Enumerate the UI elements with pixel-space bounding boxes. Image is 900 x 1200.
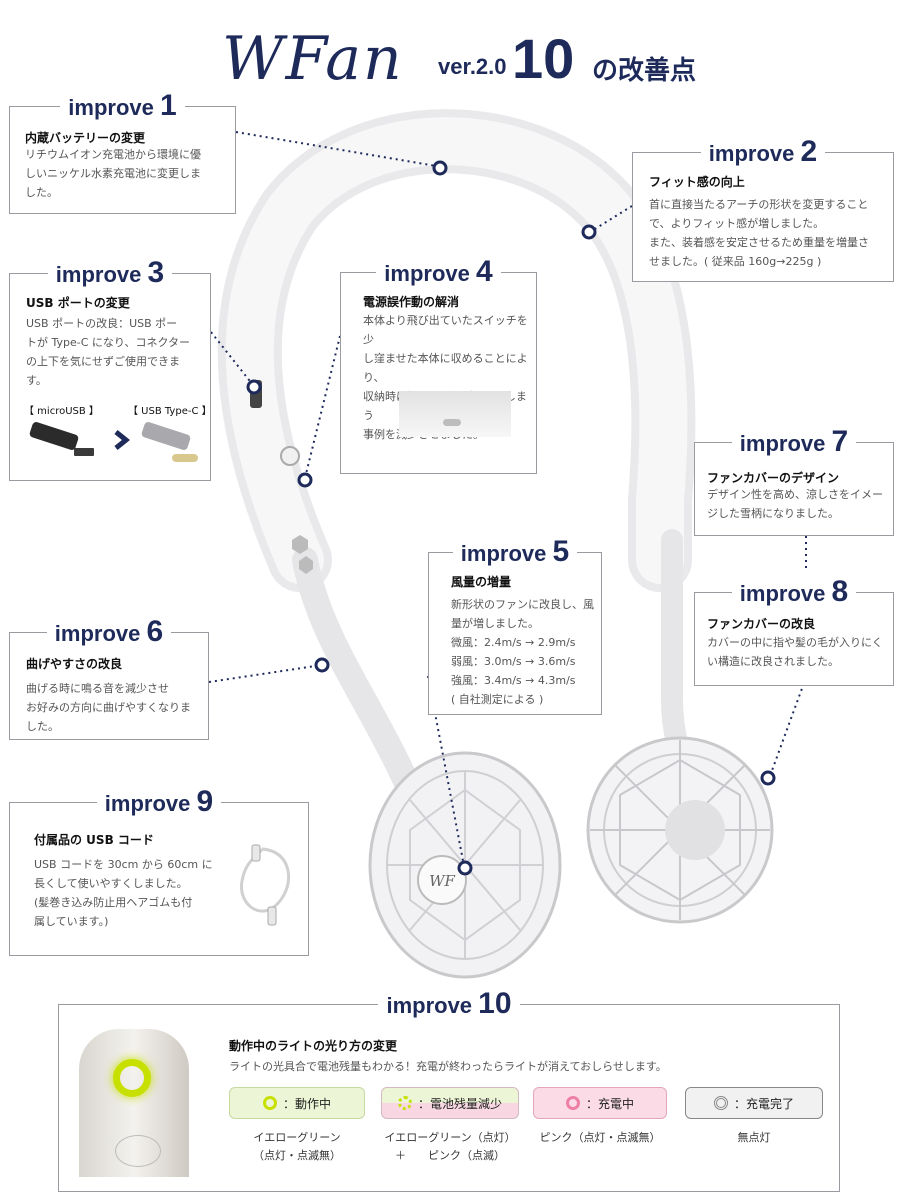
improve-5-heading: improve 5 (452, 535, 578, 568)
improve-9-heading: improve 9 (96, 785, 222, 818)
version-label: ver.2.0 (438, 54, 507, 79)
improve-9-title: 付属品の USB コード (34, 833, 154, 847)
improve-8-text: カバーの中に指や髪の毛が入りにくい構造に改良されました。 (707, 636, 883, 668)
improve-9-text: USB コードを 30cm から 60cm に長くして使いやすくしました。(髪巻… (34, 858, 213, 928)
improve-3-title: USB ポートの変更 (26, 296, 130, 310)
improve-1-heading: improve 1 (60, 89, 185, 122)
improve-7-box: improve 7 ファンカバーのデザイン デザイン性を高め、涼しさをイメージし… (694, 425, 894, 536)
state-charging-badge: ：充電中 (533, 1087, 667, 1119)
state-running-badge: ：動作中 (229, 1087, 365, 1119)
micro-usb-label: 【 microUSB 】 (24, 406, 99, 417)
state-low-battery-caption: イエローグリーン（点灯）＋ ピンク（点滅） (384, 1131, 516, 1162)
improve-2-box: improve 2 フィット感の向上 首に直接当たるアーチの形状を変更することで… (632, 135, 894, 282)
switch-icon (443, 419, 461, 426)
improve-7-heading: improve 7 (731, 425, 857, 458)
improve-8-heading: improve 8 (731, 575, 857, 608)
improve-1-title: 内蔵バッテリーの変更 (25, 131, 146, 145)
yellow-green-ring-icon (262, 1096, 277, 1110)
improve-10-text: ライトの光具合で電池残量もわかる！充電が終わったらライトが消えておしらせします。 (229, 1060, 667, 1073)
light-indicator-image (79, 1029, 189, 1177)
improve-2-title: フィット感の向上 (649, 175, 745, 189)
connector-lines (208, 131, 809, 876)
wfan-logo: WFan (222, 24, 404, 94)
improvement-heading-tail: の改善点 (592, 55, 697, 85)
improve-3-text: USB ポートの改良：USB ポートが Type-C になり、コネクターの上下を… (26, 317, 191, 387)
improve-5-box: improve 5 風量の増量 新形状のファンに改良し、風量が増しました。微風：… (428, 535, 602, 715)
improve-6-title: 曲げやすさの改良 (26, 657, 123, 671)
improve-4-heading: improve 4 (376, 255, 501, 288)
state-charged-caption: 無点灯 (737, 1131, 771, 1144)
state-charging-caption: ピンク（点灯・点滅無） (539, 1131, 661, 1144)
spice-logo-icon (115, 1135, 161, 1167)
improve-1-text: リチウムイオン充電池から環境に優しいニッケル水素充電池に変更しました。 (25, 148, 201, 199)
state-charged-badge: ：充電完了 (685, 1087, 823, 1119)
improve-6-text: 曲げる時に鳴る音を減少させお好みの方向に曲げやすくなりました。 (26, 682, 191, 733)
usb-cord-image (240, 844, 290, 926)
state-running-caption: イエローグリーン（点灯・点滅無） (253, 1131, 341, 1162)
state-running-label: ：動作中 (282, 1096, 331, 1111)
improve-7-title: ファンカバーのデザイン (707, 471, 840, 485)
improve-4-title: 電源誤作動の解消 (363, 295, 460, 309)
improve-10-box: improve 10 動作中のライトの光り方の変更 ライトの光具合で電池残量もわ… (58, 987, 840, 1192)
improve-3-box: improve 3 USB ポートの変更 USB ポートの改良：USB ポートが… (9, 256, 212, 481)
improve-10-heading: improve 10 (378, 987, 520, 1020)
improve-6-heading: improve 6 (46, 615, 172, 648)
improve-1-box: improve 1 内蔵バッテリーの変更 リチウムイオン充電池から環境に優しいニ… (9, 89, 236, 214)
improve-8-title: ファンカバーの改良 (707, 617, 816, 631)
improve-2-text: 首に直接当たるアーチの形状を変更することで、よりフィット感が増しました。また、装… (649, 198, 869, 268)
svg-text:WF: WF (429, 872, 455, 890)
pink-ring-icon (565, 1096, 580, 1110)
improve-4-box: improve 4 電源誤作動の解消 本体より飛び出ていたスイッチを少し窪ませた… (340, 255, 537, 474)
improve-2-heading: improve 2 (700, 135, 826, 168)
improve-10-title: 動作中のライトの光り方の変更 (229, 1039, 398, 1053)
light-ring-icon (113, 1059, 151, 1097)
recessed-switch-image (399, 391, 511, 437)
state-charging-label: ：充電中 (585, 1096, 634, 1111)
gray-ring-icon (713, 1096, 728, 1110)
state-charged-label: ：充電完了 (733, 1096, 794, 1111)
improve-8-box: improve 8 ファンカバーの改良 カバーの中に指や髪の毛が入りにくい構造に… (694, 575, 894, 686)
blinking-ring-icon (397, 1096, 412, 1110)
improve-3-heading: improve 3 (47, 256, 173, 289)
state-low-battery-badge: ：電池残量減少 (381, 1087, 519, 1119)
improve-6-box: improve 6 曲げやすさの改良 曲げる時に鳴る音を減少させお好みの方向に曲… (9, 615, 209, 740)
improve-7-text: デザイン性を高め、涼しさをイメージした雪柄になりました。 (707, 488, 883, 520)
type-c-label: 【 USB Type-C 】 (128, 406, 212, 417)
improve-5-title: 風量の増量 (451, 575, 512, 589)
usb-connectors-image (29, 422, 198, 462)
improvement-count: 10 (512, 27, 575, 90)
improve-9-box: improve 9 付属品の USB コード USB コードを 30cm から … (9, 785, 309, 956)
state-low-battery-label: ：電池残量減少 (417, 1096, 502, 1111)
